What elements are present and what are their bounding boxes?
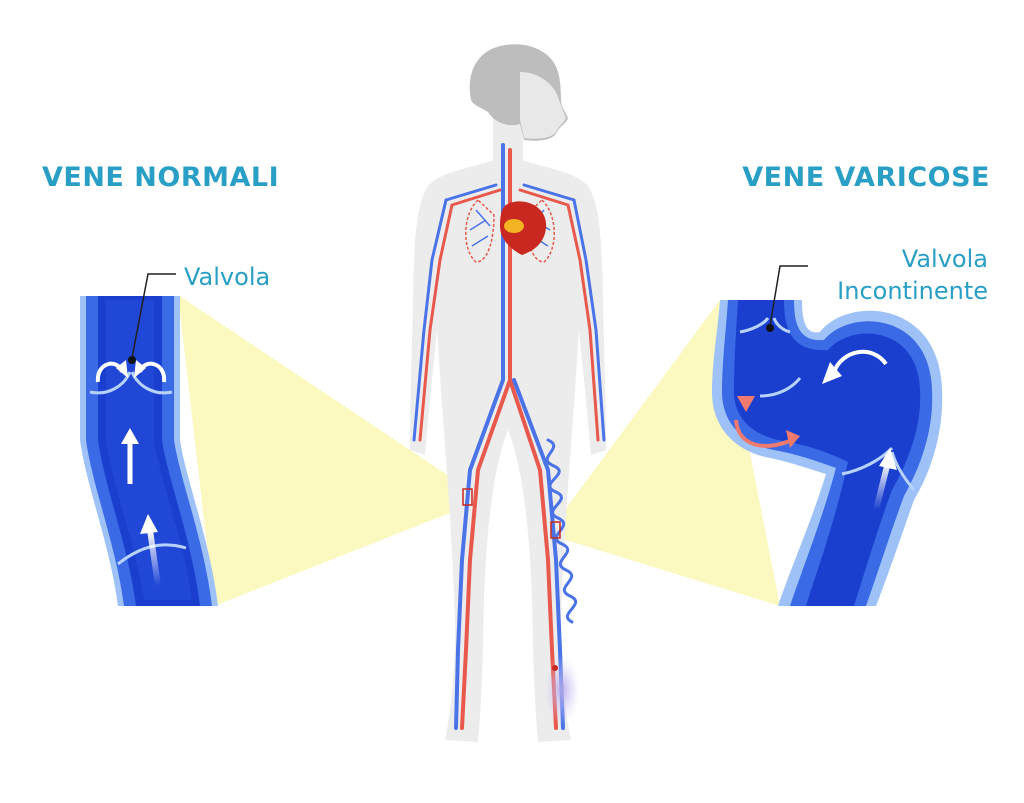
circulation-arrow <box>832 349 888 373</box>
valve-label: Valvola <box>184 263 271 291</box>
artery-right-arm <box>518 188 600 442</box>
valve-pointer-line <box>131 273 176 359</box>
incompetent-pointer-dot <box>766 324 774 332</box>
vein-right-arm <box>522 183 606 442</box>
varicose-vein-lumen <box>734 300 921 606</box>
zoom-cone-left <box>178 295 470 606</box>
incompetent-valve-label-line2: Incontinente <box>837 277 988 305</box>
varicose-vein-section <box>712 300 943 606</box>
flow-arrowhead-up-2 <box>140 514 158 534</box>
human-body <box>410 44 606 742</box>
marker-normal-vein <box>462 488 473 506</box>
artery-left-arm <box>418 188 502 442</box>
incompetent-pointer-line <box>769 265 808 327</box>
reflux-arrowhead-curve <box>786 430 800 448</box>
valve-pointer-dot <box>128 356 136 364</box>
normal-veins-title: VENE NORMALI <box>42 162 280 193</box>
varicose-veins-title: VENE VARICOSE <box>742 162 990 193</box>
normal-valve <box>89 371 173 395</box>
leg-bruise <box>544 656 580 724</box>
valve-curl-arrowhead-right <box>134 360 146 378</box>
incompetent-valve-upper <box>739 317 791 334</box>
vein-left-arm <box>412 183 498 442</box>
marker-varicose-vein <box>550 521 561 539</box>
normal-vein-section <box>80 296 218 606</box>
incompetent-valve-label: Valvola Incontinente <box>837 243 988 307</box>
flow-arrow-up-2 <box>147 529 161 587</box>
circulation-arrowhead <box>822 362 842 384</box>
incompetent-valve-label-line1: Valvola <box>901 245 988 273</box>
heart-icon <box>500 201 547 255</box>
reflux-arrow-curve <box>734 419 793 448</box>
leg-ulcer-spot <box>552 665 558 671</box>
face <box>520 72 566 139</box>
circulatory-system <box>412 143 606 730</box>
vein-main <box>454 143 505 730</box>
valve-curl-arrowhead-left <box>116 360 128 378</box>
varicose-flow-arrowhead-up <box>879 448 897 470</box>
incompetent-valve-mid <box>759 377 802 398</box>
reflux-arrowhead-down <box>737 396 755 412</box>
artery-main <box>460 148 512 730</box>
flow-arrowhead-up-1 <box>121 428 139 444</box>
varicose-flow-arrow-up <box>873 461 891 511</box>
